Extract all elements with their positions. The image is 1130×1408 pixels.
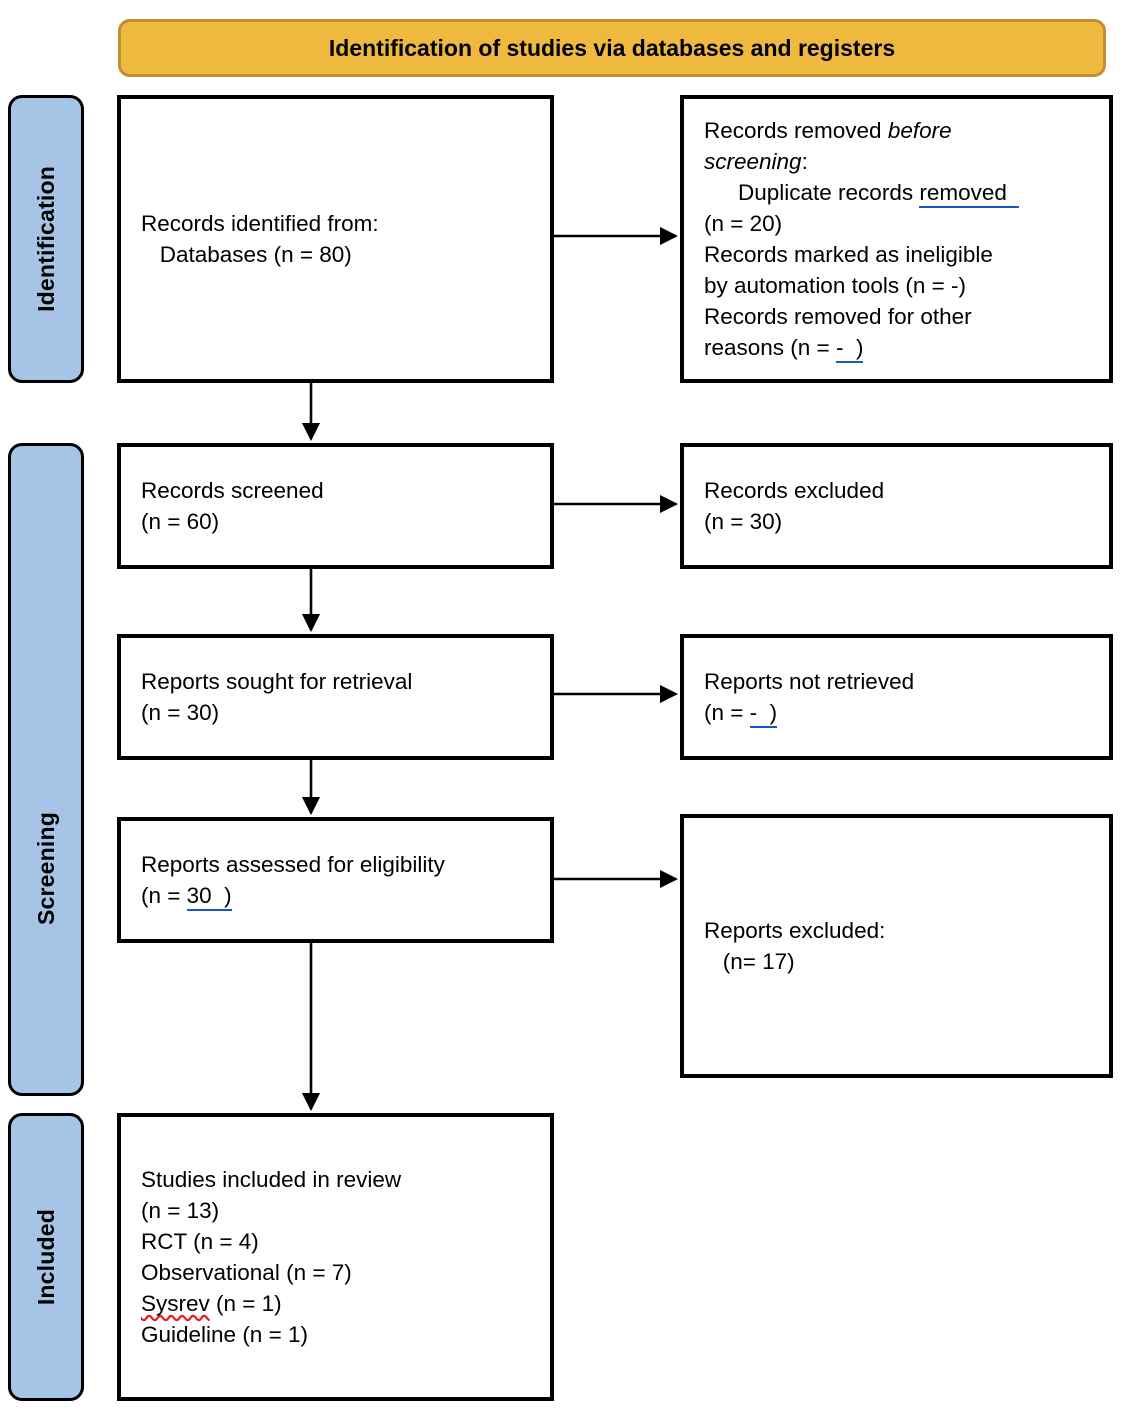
records-removed-line-2-emph: screening — [704, 149, 802, 174]
reports-excluded-line-1: Reports excluded: — [704, 918, 886, 943]
box-records-excluded: Records excluded (n = 30) — [680, 443, 1113, 569]
box-records-excluded-body: Records excluded (n = 30) — [684, 475, 1109, 537]
studies-included-line-1: Studies included in review — [141, 1167, 402, 1192]
records-removed-line-2: screening: — [704, 146, 1089, 177]
records-identified-line-1: Records identified from: — [141, 211, 379, 236]
header-banner: Identification of studies via databases … — [118, 19, 1106, 77]
records-screened-line-2: (n = 60) — [141, 509, 220, 534]
phase-label-identification: Identification — [8, 95, 84, 383]
box-records-screened: Records screened (n = 60) — [117, 443, 554, 569]
records-removed-line-3-lead: Duplicate records — [738, 180, 920, 205]
box-reports-excluded-body: Reports excluded: (n= 17) — [684, 915, 1109, 977]
reports-excluded-line-2: (n= 17) — [704, 949, 795, 974]
reports-assessed-line-1: Reports assessed for eligibility — [141, 852, 445, 877]
records-excluded-line-1: Records excluded — [704, 478, 885, 503]
records-removed-line-1: Records removed before — [704, 115, 1089, 146]
reports-not-retrieved-line-1: Reports not retrieved — [704, 669, 915, 694]
records-identified-line-2: Databases (n = 80) — [141, 242, 352, 267]
studies-included-line-2: (n = 13) — [141, 1198, 220, 1223]
reports-assessed-line-2-lead: (n = — [141, 883, 187, 908]
records-removed-line-7: Records removed for other — [704, 304, 972, 329]
phase-label-screening: Screening — [8, 443, 84, 1096]
box-reports-not-retrieved: Reports not retrieved (n = - ) — [680, 634, 1113, 760]
reports-not-retrieved-line-2-lead: (n = — [704, 700, 750, 725]
box-reports-excluded: Reports excluded: (n= 17) — [680, 814, 1113, 1078]
phase-label-included-text: Included — [32, 1208, 59, 1306]
records-removed-line-8: reasons (n = - ) — [704, 332, 1089, 363]
box-reports-assessed-body: Reports assessed for eligibility (n = 30… — [121, 849, 550, 911]
reports-sought-line-1: Reports sought for retrieval — [141, 669, 413, 694]
box-records-removed-body: Records removed before screening: Duplic… — [684, 115, 1109, 363]
records-removed-line-5: Records marked as ineligible — [704, 242, 993, 267]
phase-label-identification-text: Identification — [32, 166, 59, 312]
box-reports-assessed: Reports assessed for eligibility (n = 30… — [117, 817, 554, 943]
studies-included-line-3: RCT (n = 4) — [141, 1229, 259, 1254]
box-records-removed: Records removed before screening: Duplic… — [680, 95, 1113, 383]
records-removed-line-1-emph: before — [887, 118, 952, 143]
box-studies-included: Studies included in review (n = 13) RCT … — [117, 1113, 554, 1401]
box-records-screened-body: Records screened (n = 60) — [121, 475, 550, 537]
box-reports-sought: Reports sought for retrieval (n = 30) — [117, 634, 554, 760]
records-removed-line-8-flagged: - ) — [835, 335, 864, 363]
studies-included-line-6: Guideline (n = 1) — [141, 1322, 308, 1347]
box-reports-sought-body: Reports sought for retrieval (n = 30) — [121, 666, 550, 728]
records-removed-line-3: Duplicate records removed — [704, 177, 1089, 208]
studies-included-line-5-rest: (n = 1) — [209, 1291, 282, 1316]
reports-not-retrieved-line-2: (n = - ) — [704, 697, 1089, 728]
records-removed-line-8-lead: reasons (n = — [704, 335, 836, 360]
studies-included-line-5: Sysrev (n = 1) — [141, 1288, 530, 1319]
studies-included-line-4: Observational (n = 7) — [141, 1260, 352, 1285]
reports-not-retrieved-line-2-flagged: - ) — [749, 700, 778, 728]
box-records-identified: Records identified from: Databases (n = … — [117, 95, 554, 383]
reports-sought-line-2: (n = 30) — [141, 700, 220, 725]
box-records-identified-body: Records identified from: Databases (n = … — [121, 208, 550, 270]
records-removed-line-3-flagged: removed — [919, 180, 1020, 208]
phase-label-included: Included — [8, 1113, 84, 1401]
phase-label-screening-text: Screening — [32, 811, 59, 925]
box-studies-included-body: Studies included in review (n = 13) RCT … — [121, 1164, 550, 1350]
records-screened-line-1: Records screened — [141, 478, 324, 503]
studies-included-line-5-flagged: Sysrev — [141, 1291, 210, 1316]
records-excluded-line-2: (n = 30) — [704, 509, 783, 534]
records-removed-line-4: (n = 20) — [704, 211, 783, 236]
records-removed-line-6: by automation tools (n = -) — [704, 273, 967, 298]
records-removed-line-1-lead: Records removed — [704, 118, 888, 143]
reports-assessed-line-2-flagged: 30 ) — [186, 883, 232, 911]
header-banner-title: Identification of studies via databases … — [328, 34, 896, 61]
box-reports-not-retrieved-body: Reports not retrieved (n = - ) — [684, 666, 1109, 728]
records-removed-line-2-colon: : — [801, 149, 808, 174]
reports-assessed-line-2: (n = 30 ) — [141, 880, 530, 911]
